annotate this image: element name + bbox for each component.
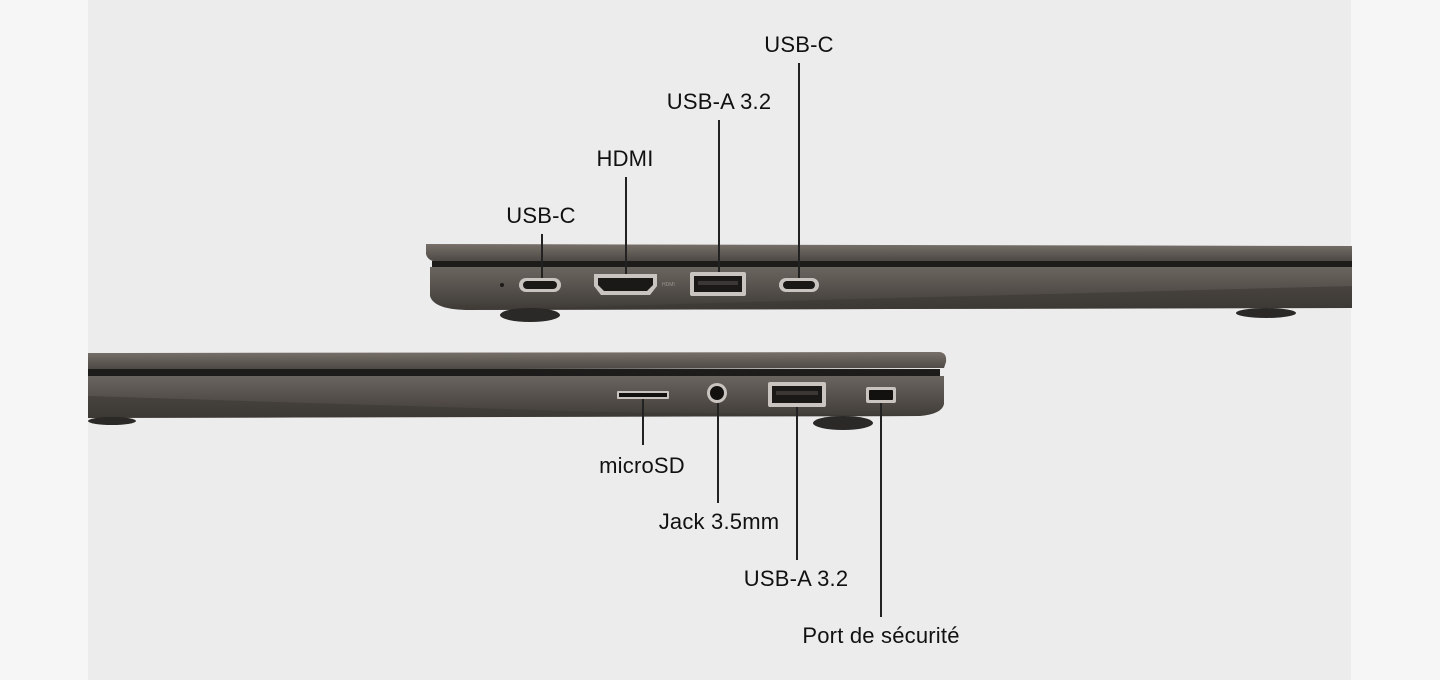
label-usb-a-1: USB-A 3.2 — [666, 89, 772, 114]
leader-line — [717, 403, 719, 503]
leader-line — [718, 120, 720, 272]
leader-line — [625, 177, 627, 274]
leader-line — [798, 63, 800, 278]
laptop-right-side — [88, 352, 947, 430]
rubber-foot — [500, 308, 560, 322]
label-microsd: microSD — [599, 453, 685, 478]
rubber-foot — [813, 416, 873, 430]
status-led — [500, 283, 504, 287]
lid-seam — [88, 369, 940, 376]
figure-panel — [88, 0, 1351, 680]
label-usb-a-2: USB-A 3.2 — [743, 566, 849, 591]
rubber-foot — [88, 417, 136, 425]
leader-line — [642, 399, 644, 445]
label-security-port: Port de sécurité — [802, 623, 960, 648]
label-usb-c-2: USB-C — [764, 32, 834, 57]
svg-text:HDMI: HDMI — [662, 282, 675, 288]
rubber-foot — [1236, 308, 1296, 318]
lid-seam — [432, 261, 1352, 267]
label-jack: Jack 3.5mm — [658, 509, 780, 534]
leader-line — [541, 234, 543, 278]
leader-line — [796, 407, 798, 560]
leader-line — [880, 403, 882, 617]
label-hdmi: HDMI — [596, 146, 654, 171]
laptop-lid — [88, 352, 947, 370]
laptop-lid — [426, 244, 1352, 262]
laptop-left-side: HDMI — [426, 244, 1352, 322]
label-usb-c-1: USB-C — [506, 203, 576, 228]
